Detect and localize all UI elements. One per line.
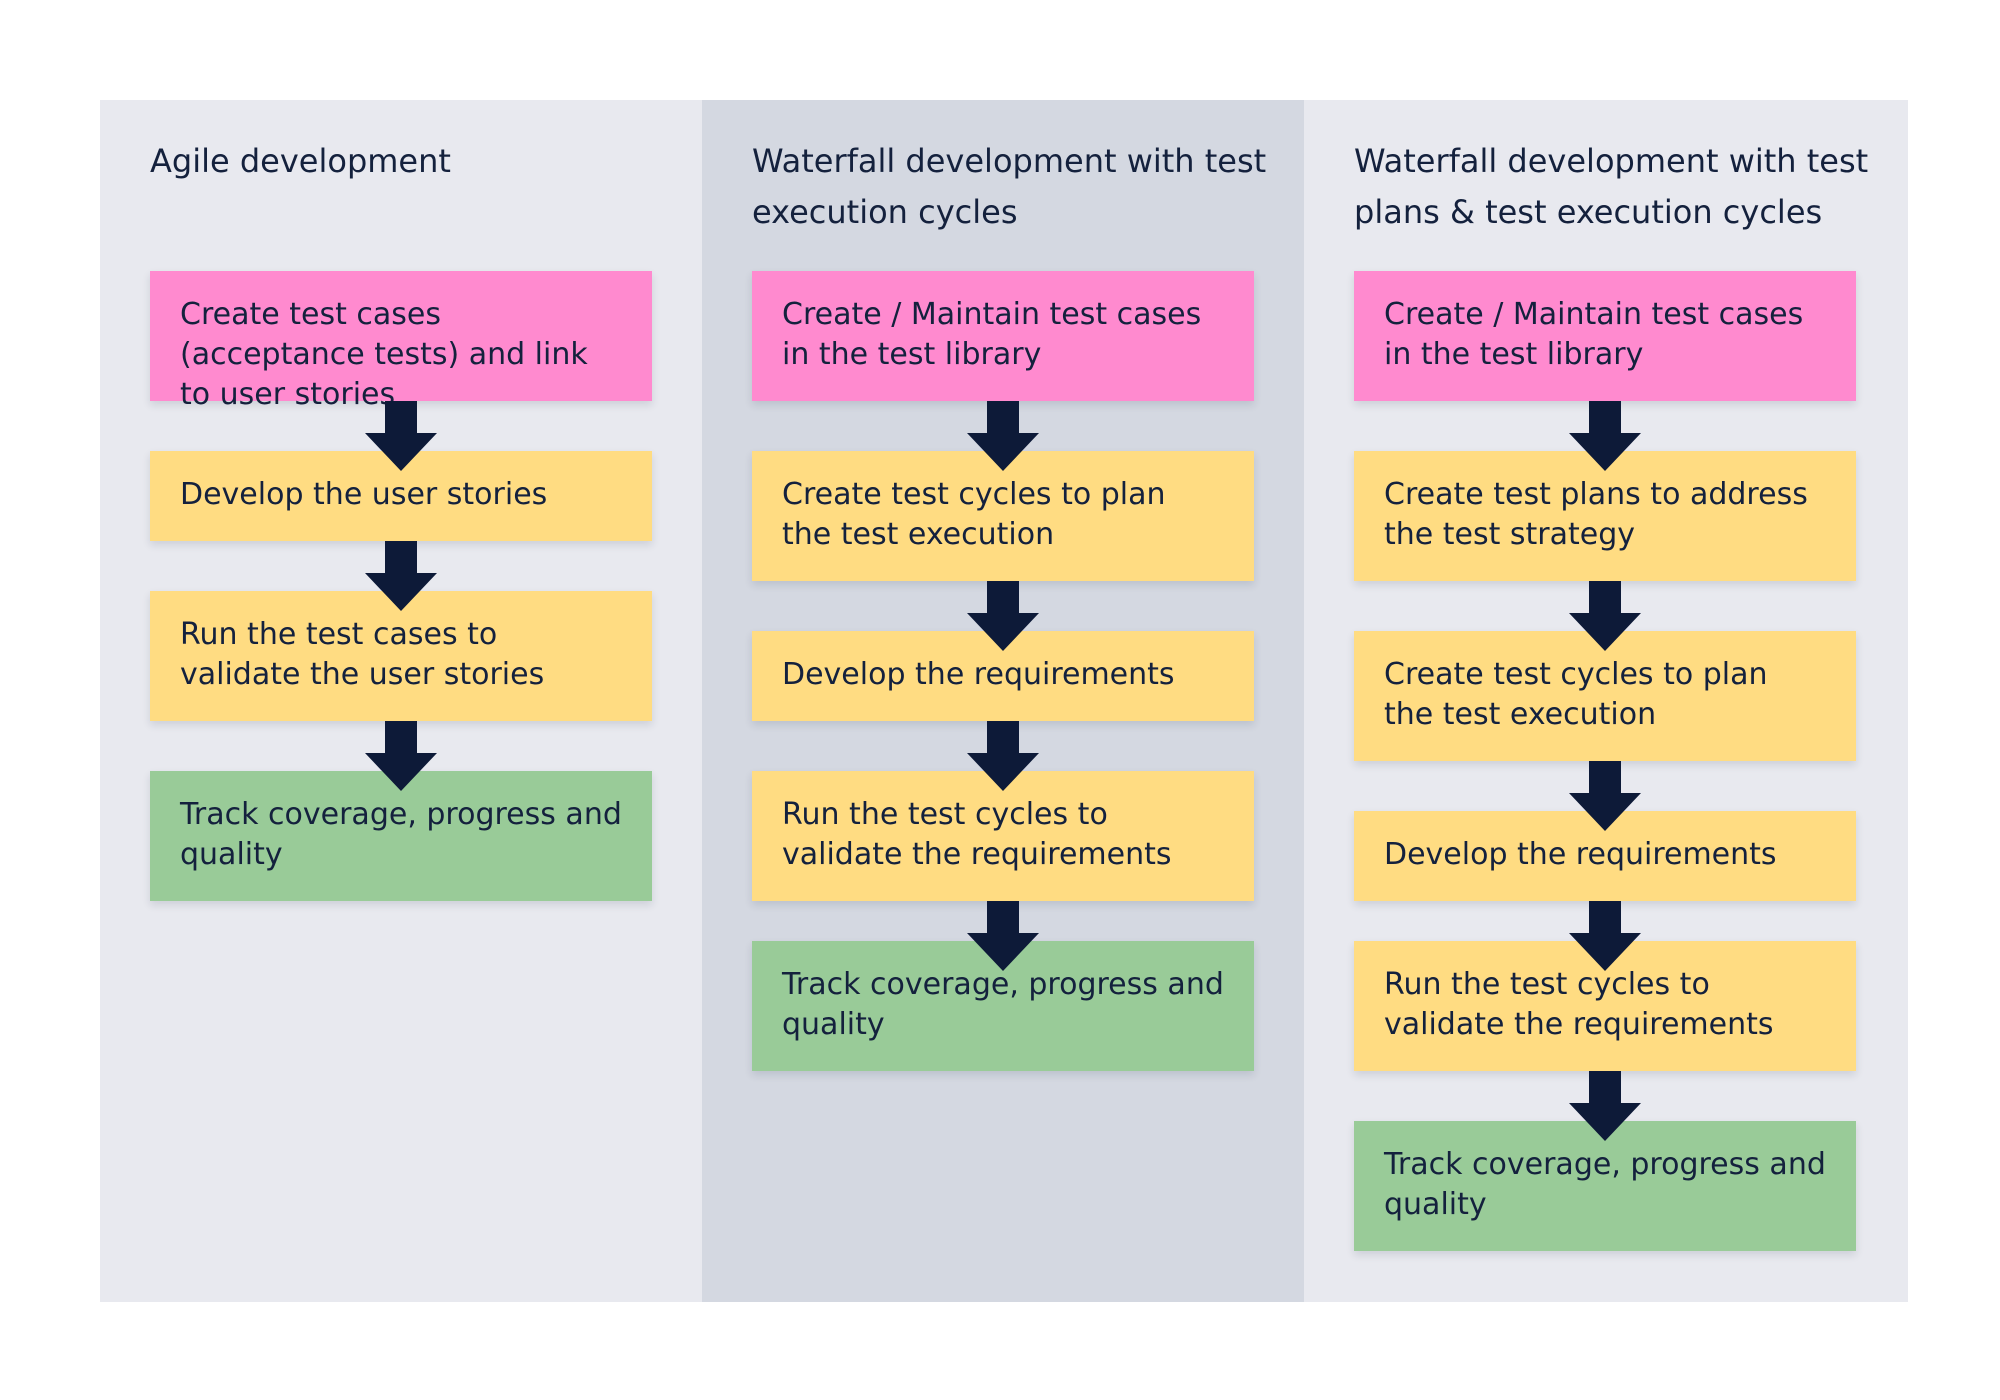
step-track-coverage: Track coverage, progress and quality [150,771,652,901]
step-create-test-cycles: Create test cycles to plan the test exec… [752,451,1254,581]
step-create-test-cases: Create test cases (acceptance tests) and… [150,271,652,412]
column-agile: Agile development Create test cases (acc… [100,100,702,1302]
down-arrow-icon [365,541,437,611]
down-arrow-icon [1569,581,1641,651]
column-waterfall-cycles: Waterfall development with test executio… [702,100,1304,1302]
down-arrow-icon [967,401,1039,471]
down-arrow-icon [365,721,437,791]
step-create-test-plans: Create test plans to address the test st… [1354,451,1856,581]
column-title: Waterfall development with test plans & … [1354,142,1869,231]
step-develop-requirements: Develop the requirements [752,631,1254,721]
column-title: Waterfall development with test executio… [752,142,1267,231]
step-run-test-cases: Run the test cases to validate the user … [150,591,652,721]
step-maintain-test-cases: Create / Maintain test cases in the test… [752,271,1254,401]
down-arrow-icon [1569,761,1641,831]
down-arrow-icon [365,401,437,471]
down-arrow-icon [1569,1071,1641,1141]
step-track-coverage: Track coverage, progress and quality [1354,1121,1856,1251]
step-maintain-test-cases: Create / Maintain test cases in the test… [1354,271,1856,401]
down-arrow-icon [1569,401,1641,471]
down-arrow-icon [967,581,1039,651]
column-waterfall-plans-cycles: Waterfall development with test plans & … [1304,100,1908,1302]
step-run-test-cycles: Run the test cycles to validate the requ… [752,771,1254,901]
step-create-test-cycles: Create test cycles to plan the test exec… [1354,631,1856,761]
down-arrow-icon [1569,901,1641,971]
down-arrow-icon [967,901,1039,971]
down-arrow-icon [967,721,1039,791]
column-title: Agile development [150,142,451,180]
